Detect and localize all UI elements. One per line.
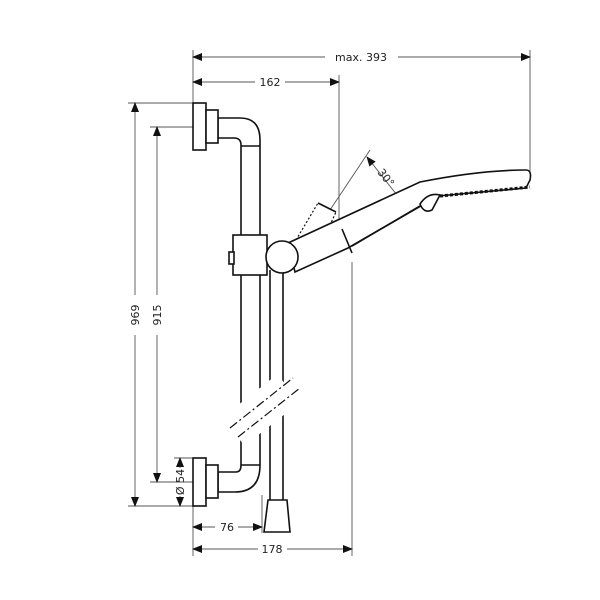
dimension-178: 178 <box>192 543 353 556</box>
handle-button <box>419 193 442 212</box>
dimension-label: 30° <box>375 166 397 189</box>
dimension-label: Ø 54 <box>174 469 187 495</box>
dimension-label: max. 393 <box>335 51 387 64</box>
break-line <box>229 377 294 429</box>
dimension-969: 969 <box>129 102 142 507</box>
top-wall-bracket <box>205 109 219 144</box>
dimension-162: 162 <box>192 76 340 89</box>
spray-nozzles <box>439 185 531 198</box>
dimension-label: 76 <box>220 521 234 534</box>
top-wall-flange <box>192 102 207 151</box>
dimension-label: 178 <box>262 543 283 556</box>
dimension-label: 969 <box>129 305 142 326</box>
dimension-76: 76 <box>192 521 263 534</box>
break-line <box>237 387 301 438</box>
hose-cone-nut <box>263 499 291 533</box>
dimension-diameter-54: Ø 54 <box>174 457 187 507</box>
dimension-915: 915 <box>151 126 164 483</box>
shower-rail <box>192 102 301 507</box>
dimension-label: 162 <box>260 76 281 89</box>
dimension-label: 915 <box>151 305 164 326</box>
bottom-wall-bracket <box>205 464 219 499</box>
rail-slider <box>228 234 299 276</box>
hand-shower <box>287 169 532 274</box>
slider-swivel <box>265 240 299 274</box>
extension-lines <box>128 50 531 556</box>
dimension-max-393: max. 393 <box>192 51 531 64</box>
bottom-wall-flange <box>192 457 207 507</box>
